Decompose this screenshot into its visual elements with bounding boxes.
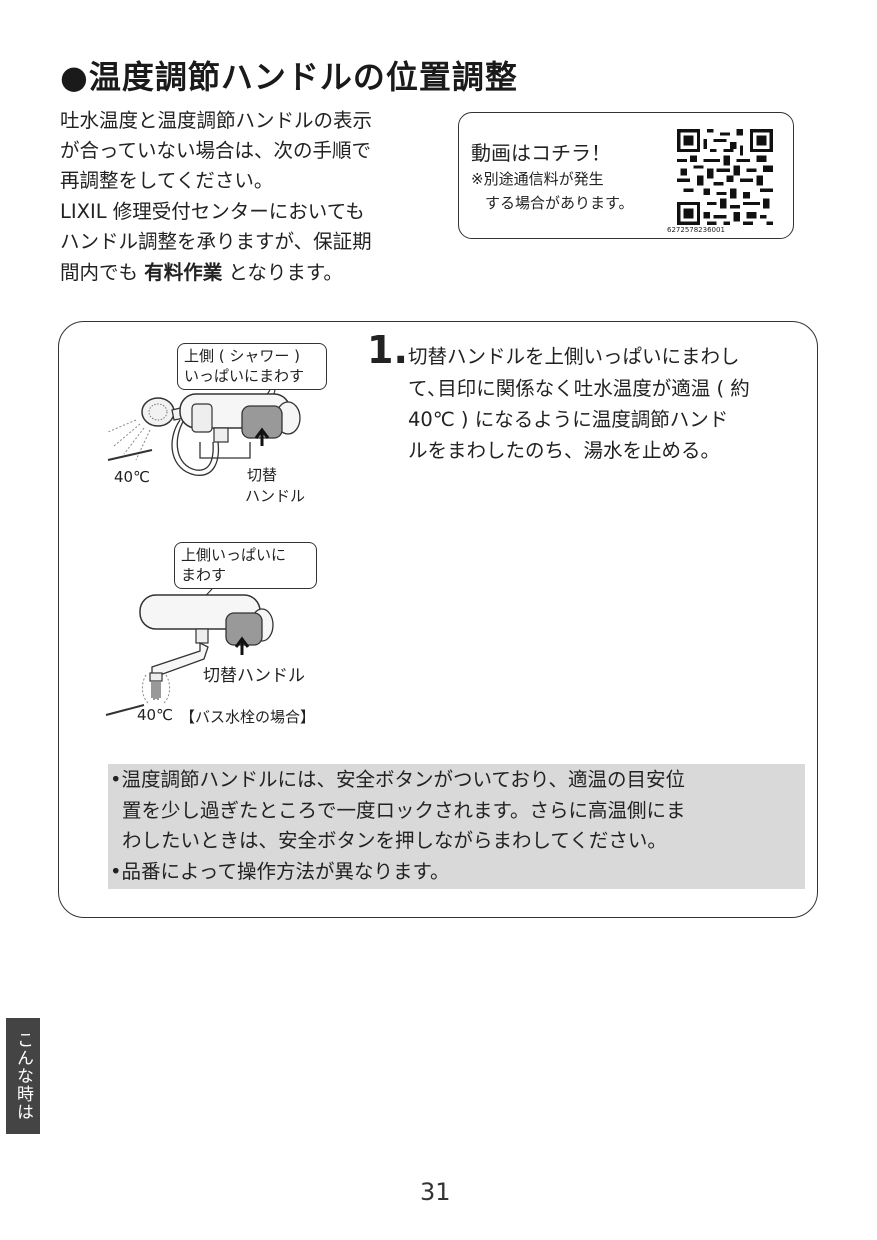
bubble-text: まわす [181,566,227,584]
figure-caption: 【バス水栓の場合】 [180,708,316,726]
note-line: •品番によって操作方法が異なります。 [110,860,450,883]
page-title: ●温度調節ハンドルの位置調整 [60,58,518,96]
intro-text: 間内でも [60,261,145,284]
intro-text-line: 再調整をしてください。 [60,169,274,192]
note-line: わしたいときは、安全ボタンを押しながらまわしてください。 [122,829,667,852]
temperature-label: 40℃ [137,706,173,724]
intro-text-line: 吐水温度と温度調節ハンドルの表示 [60,109,373,132]
video-note: ※別途通信料が発生 [471,170,604,188]
bubble-text: 上側 ( シャワー ) [184,347,301,365]
intro-text-line: が合っていない場合は、次の手順で [60,139,372,162]
video-heading: 動画はコチラ！ [471,141,611,165]
temperature-label: 40℃ [114,468,150,486]
intro-text-line: ハンドル調整を承りますが、保証期 [60,230,372,253]
page-number: 31 [420,1178,451,1206]
instruction-panel [58,321,818,918]
step-text-line: 切替ハンドルを上側いっぱいにまわし [408,345,740,368]
note-line: 置を少し過ぎたところで一度ロックされます。さらに高温側にま [122,799,686,822]
bath-faucet-illustration [105,588,274,716]
section-tab: こんな時は [6,1018,40,1134]
step-text-line: て､目印に関係なく吐水温度が適温 ( 約 [408,377,750,400]
instruction-bubble: 上側 ( シャワー ) いっぱいにまわす [177,343,327,390]
instruction-bubble: 上側いっぱいに まわす [174,542,317,589]
handle-label: 切替 [247,466,278,484]
step-text-line: 40℃ ) になるように温度調節ハンド [408,408,729,431]
video-link-box[interactable]: 動画はコチラ！ ※別途通信料が発生 する場合があります。 62725782360 [458,112,794,239]
intro-text: となります。 [222,261,343,284]
intro-text-line: LIXIL 修理受付センターにおいても [60,200,365,223]
qr-code-number: 6272578236001 [667,226,725,234]
bubble-text: いっぱいにまわす [184,367,305,385]
handle-label: 切替ハンドル [203,666,305,686]
shower-faucet-illustration [107,389,301,476]
qr-code-icon[interactable] [677,129,773,225]
paid-work-emphasis: 有料作業 [144,261,223,284]
video-note: する場合があります。 [485,194,634,212]
step-text-line: ルをまわしたのち、湯水を止める。 [408,439,721,462]
handle-label: ハンドル [245,487,306,505]
note-line: •温度調節ハンドルには、安全ボタンがついており、適温の目安位 [110,768,686,791]
intro-text-line: 間内でも 有料作業 となります。 [60,258,343,288]
step-number: 1. [367,328,408,372]
notes-area [108,764,805,889]
bubble-text: 上側いっぱいに [181,546,287,564]
